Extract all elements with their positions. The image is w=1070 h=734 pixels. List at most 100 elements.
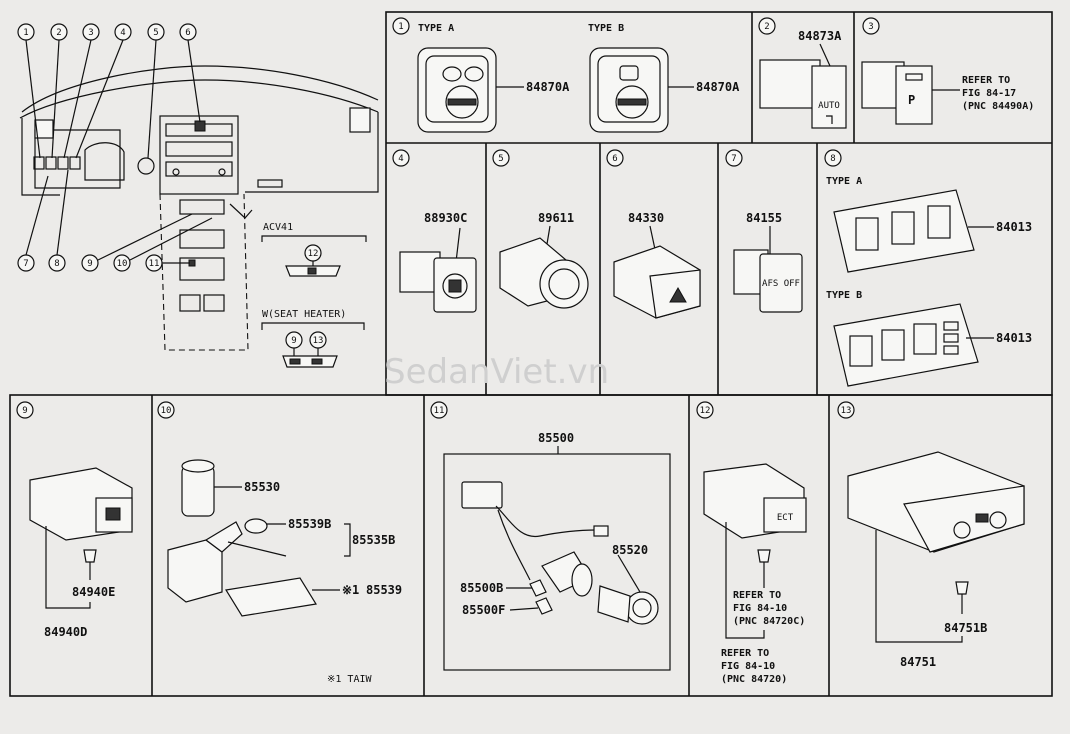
panel-8: 8 TYPE A 84013 TYPE B 84013: [824, 149, 1032, 387]
svg-text:1: 1: [398, 22, 403, 32]
svg-text:1: 1: [23, 28, 28, 38]
svg-text:85520: 85520: [612, 543, 648, 557]
svg-text:※1: ※1: [342, 583, 359, 597]
svg-text:85500B: 85500B: [460, 581, 503, 595]
svg-text:84155: 84155: [746, 211, 782, 225]
svg-text:FIG 84-10: FIG 84-10: [733, 603, 787, 614]
cigarette-lighter: [181, 459, 242, 517]
svg-text:AFS OFF: AFS OFF: [762, 279, 800, 289]
svg-text:TYPE A: TYPE A: [418, 23, 454, 34]
svg-text:84940D: 84940D: [44, 625, 87, 639]
callout-9: [81, 254, 99, 272]
svg-text:P: P: [908, 93, 915, 107]
svg-text:89611: 89611: [538, 211, 574, 225]
svg-text:84330: 84330: [628, 211, 664, 225]
svg-text:6: 6: [185, 28, 190, 38]
svg-text:10: 10: [117, 259, 128, 269]
mirror-switch-a: [417, 47, 524, 133]
svg-text:FIG 84-10: FIG 84-10: [721, 661, 775, 672]
svg-text:84940E: 84940E: [72, 585, 115, 599]
svg-text:9: 9: [22, 406, 27, 416]
blank-bezel-a: [833, 189, 994, 273]
svg-text:85500: 85500: [538, 431, 574, 445]
svg-text:7: 7: [731, 154, 736, 164]
acv41-box: ACV41 12: [261, 222, 367, 277]
callout-markers: 1 2 3 4 5 6 7 8 9 10 11: [17, 23, 197, 272]
svg-text:(PNC 84490A): (PNC 84490A): [962, 101, 1034, 112]
svg-text:84013: 84013: [996, 331, 1032, 345]
svg-text:84870A: 84870A: [526, 80, 570, 94]
svg-text:11: 11: [434, 406, 445, 416]
seat-heater-box: W(SEAT HEATER) 9 13: [261, 309, 365, 368]
watermark: SedanViet.vn: [384, 352, 609, 392]
mirror-switch-b: [589, 47, 694, 133]
panel-12: 12 ECT REFER TO FIG 84-10 (PNC 84720C) R…: [696, 401, 807, 685]
panel-3: 3 P REFER TO FIG 84-17 (PNC 84490A): [861, 17, 1034, 125]
svg-text:2: 2: [764, 22, 769, 32]
svg-text:(PNC 84720): (PNC 84720): [721, 674, 787, 685]
svg-text:※1 TAIW: ※1 TAIW: [327, 674, 372, 685]
svg-text:85539: 85539: [366, 583, 402, 597]
panel-1: 1 TYPE A TYPE B 84870A 84870A: [392, 17, 740, 133]
callout-10: [113, 254, 131, 272]
svg-text:8: 8: [830, 154, 835, 164]
svg-text:9: 9: [291, 336, 296, 346]
svg-text:ECT: ECT: [777, 513, 794, 523]
svg-text:85535B: 85535B: [352, 533, 395, 547]
seat-heater-switch: [847, 451, 1025, 553]
blank-bezel-b: [833, 303, 994, 387]
svg-text:12: 12: [700, 406, 711, 416]
svg-text:84013: 84013: [996, 220, 1032, 234]
svg-text:FIG 84-17: FIG 84-17: [962, 88, 1016, 99]
svg-text:4: 4: [120, 28, 125, 38]
svg-text:8: 8: [54, 259, 59, 269]
svg-text:88930C: 88930C: [424, 211, 467, 225]
svg-text:4: 4: [398, 154, 403, 164]
panel-5: 5 89611: [492, 149, 589, 309]
svg-text:84873A: 84873A: [798, 29, 842, 43]
svg-text:TYPE A: TYPE A: [826, 176, 862, 187]
svg-text:REFER TO: REFER TO: [733, 590, 781, 601]
panel-frames: [9, 11, 1053, 697]
wire-harness: [461, 481, 659, 625]
svg-text:13: 13: [841, 406, 852, 416]
ashtray-socket: [167, 521, 287, 603]
svg-text:AUTO: AUTO: [818, 101, 840, 111]
leader-lines: [25, 39, 213, 264]
svg-text:84751B: 84751B: [944, 621, 987, 635]
panel-6: 6 84330: [606, 149, 701, 319]
dashboard-overview: 1 2 3 4 5 6 7 8 9 10 11: [17, 23, 379, 368]
panel-7: 7 84155 AFS OFF: [725, 149, 803, 313]
svg-text:6: 6: [612, 154, 617, 164]
svg-text:REFER TO: REFER TO: [962, 75, 1010, 86]
svg-text:ACV41: ACV41: [263, 222, 293, 233]
panel-11: 11 85500 85520 85500B 85500F: [430, 401, 671, 671]
svg-text:7: 7: [23, 259, 28, 269]
svg-text:84870A: 84870A: [696, 80, 740, 94]
svg-text:10: 10: [161, 406, 172, 416]
panel-13: 13 84751B 84751: [837, 401, 1025, 669]
svg-text:13: 13: [313, 336, 324, 346]
svg-text:2: 2: [56, 28, 61, 38]
svg-text:(PNC 84720C): (PNC 84720C): [733, 616, 805, 627]
panel-4: 4 88930C: [392, 149, 477, 313]
panel-10: 10 85530 85539B 85535B ※1 85539 ※1 TAIW: [157, 401, 402, 685]
svg-text:5: 5: [498, 154, 503, 164]
svg-text:3: 3: [868, 22, 873, 32]
svg-text:TYPE B: TYPE B: [826, 290, 862, 301]
svg-text:W(SEAT HEATER): W(SEAT HEATER): [262, 309, 346, 320]
svg-text:12: 12: [308, 249, 319, 259]
svg-text:85539B: 85539B: [288, 517, 331, 531]
svg-text:TYPE B: TYPE B: [588, 23, 624, 34]
svg-text:85500F: 85500F: [462, 603, 505, 617]
svg-text:REFER TO: REFER TO: [721, 648, 769, 659]
panel-2: 2 84873A AUTO: [758, 17, 847, 129]
svg-text:84751: 84751: [900, 655, 936, 669]
panel-9: 9 84940E 84940D: [16, 401, 133, 639]
svg-text:5: 5: [153, 28, 158, 38]
svg-text:9: 9: [87, 259, 92, 269]
svg-text:3: 3: [88, 28, 93, 38]
svg-text:85530: 85530: [244, 480, 280, 494]
svg-text:11: 11: [149, 259, 160, 269]
